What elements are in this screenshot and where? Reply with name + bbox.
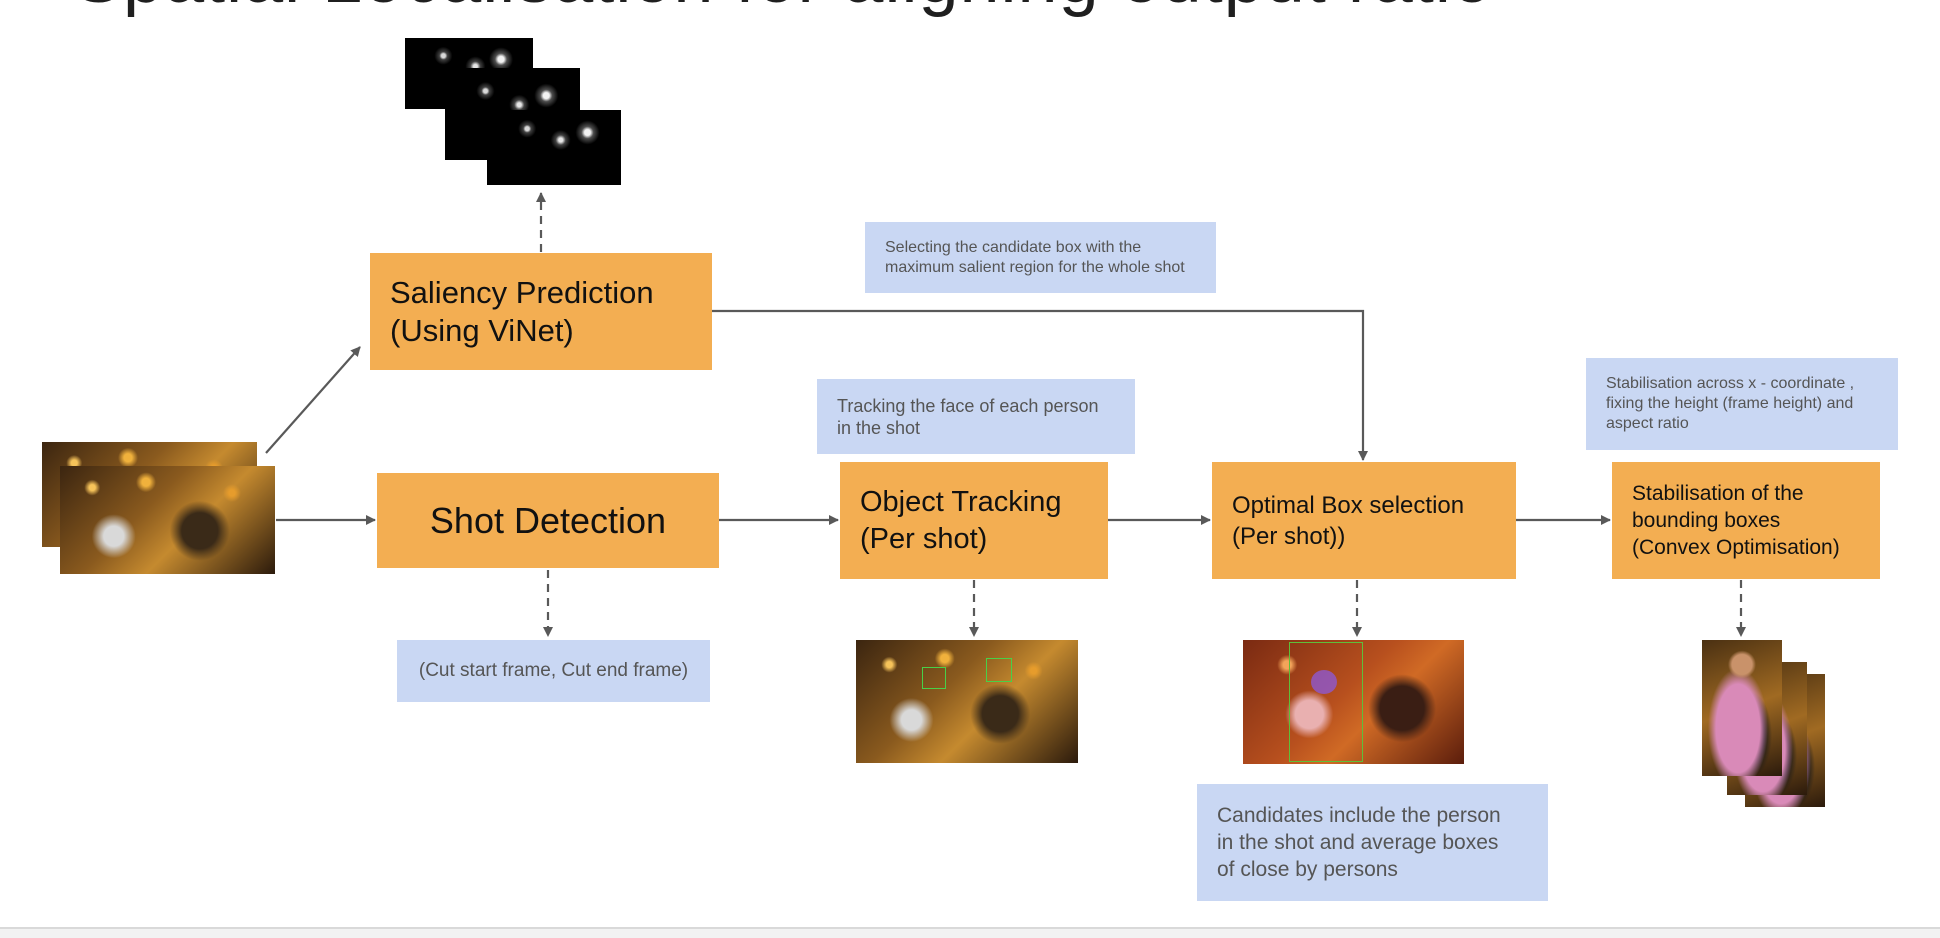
optimal-box-selection-box: Optimal Box selection (Per shot)) <box>1212 462 1516 579</box>
saliency-map-thumbnail <box>487 110 621 185</box>
footer-divider <box>0 927 1940 929</box>
stabilised-crop-frame <box>1702 640 1782 776</box>
candidate-box-note-text: Selecting the candidate box with the max… <box>885 238 1185 276</box>
arrow-saliency-to-optimal <box>712 309 1368 461</box>
cut-frames-note: (Cut start frame, Cut end frame) <box>397 640 710 702</box>
object-tracking-box: Object Tracking (Per shot) <box>840 462 1108 579</box>
object-tracking-label: Object Tracking (Per shot) <box>860 485 1062 555</box>
page-title: Spatial Localisation for aligning output… <box>74 0 1493 18</box>
optimal-box-output-frame <box>1243 640 1464 764</box>
face-bounding-box <box>922 667 946 689</box>
tracking-output-frame <box>856 640 1078 763</box>
tracking-face-note-text: Tracking the face of each person in the … <box>837 395 1099 438</box>
saliency-prediction-box: Saliency Prediction (Using ViNet) <box>370 253 712 370</box>
stabilisation-box: Stabilisation of the bounding boxes (Con… <box>1612 462 1880 579</box>
optimal-box-selection-label: Optimal Box selection (Per shot)) <box>1232 491 1465 550</box>
arrow-input-to-saliency <box>265 346 361 454</box>
stabilisation-axis-note: Stabilisation across x - coordinate , fi… <box>1586 358 1898 450</box>
saliency-prediction-label: Saliency Prediction (Using ViNet) <box>390 274 654 348</box>
cut-frames-note-text: (Cut start frame, Cut end frame) <box>418 660 689 681</box>
shot-detection-box: Shot Detection <box>377 473 719 568</box>
candidates-note: Candidates include the person in the sho… <box>1197 784 1548 901</box>
candidate-bounding-box <box>1289 642 1363 762</box>
candidates-note-text: Candidates include the person in the sho… <box>1217 804 1501 881</box>
footer-bar <box>0 929 1940 938</box>
candidate-box-note: Selecting the candidate box with the max… <box>865 222 1216 293</box>
tracking-face-note: Tracking the face of each person in the … <box>817 379 1135 454</box>
stabilisation-axis-note-text: Stabilisation across x - coordinate , fi… <box>1606 375 1855 432</box>
stabilisation-label: Stabilisation of the bounding boxes (Con… <box>1632 482 1840 559</box>
face-bounding-box <box>986 658 1012 682</box>
input-video-frame <box>60 466 275 574</box>
shot-detection-label: Shot Detection <box>429 499 667 541</box>
saliency-highlight <box>1311 670 1337 694</box>
